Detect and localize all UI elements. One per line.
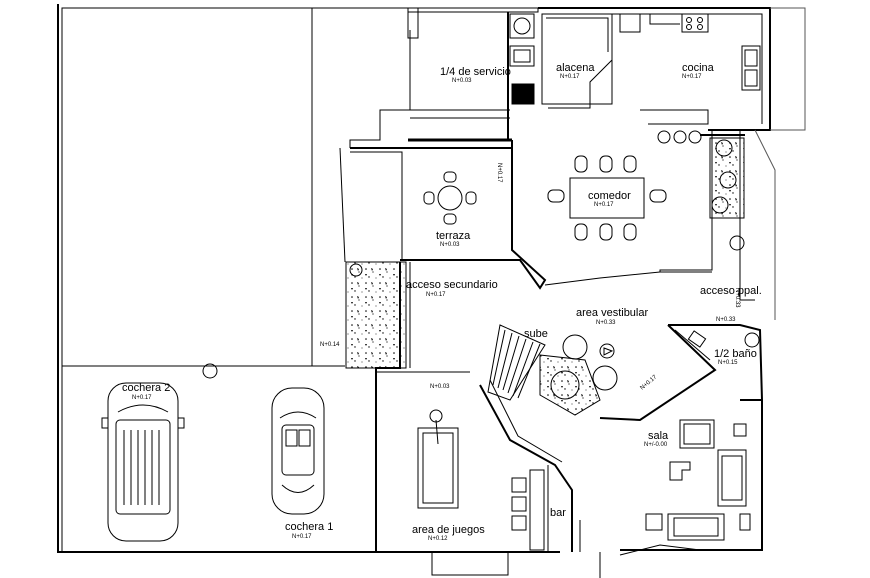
room-name-cocina: cocina xyxy=(682,62,715,74)
armchair-icon xyxy=(562,334,588,360)
terrace-table-icon xyxy=(437,185,463,211)
room-level-cochera2: N+0.17 xyxy=(132,395,152,401)
kitchen-sink-icon xyxy=(741,45,761,91)
room-name-alacena: alacena xyxy=(556,62,595,74)
room-name-acceso-secundario: acceso secundario xyxy=(406,279,498,291)
level-juegos-top: N+0.03 xyxy=(430,384,450,390)
level-left: N+0.14 xyxy=(320,342,340,348)
planter-left xyxy=(345,261,407,369)
stool-icon xyxy=(688,130,702,144)
room-level-sala: N+/-0.00 xyxy=(644,442,668,448)
room-level-terraza: N+0.03 xyxy=(440,242,460,248)
garage-outline xyxy=(61,7,313,367)
room-level-acceso-ppal: N+0.33 xyxy=(716,317,736,323)
room-name-comedor: comedor xyxy=(588,190,631,202)
room-labels: 1/4 de servicio N+0.03 alacena N+0.17 co… xyxy=(122,62,762,542)
room-name-acceso-ppal: acceso ppal. xyxy=(700,285,762,297)
level-sala-diagonal: N+0.17 xyxy=(639,374,658,392)
sofa-icon xyxy=(667,513,725,541)
stairs-icon xyxy=(487,324,546,401)
lamp-icon xyxy=(599,343,615,359)
walls xyxy=(57,4,806,578)
room-name-bar: bar xyxy=(550,507,566,519)
room-name-terraza: terraza xyxy=(436,230,471,242)
room-level-comedor: N+0.17 xyxy=(594,202,614,208)
room-name-area-vestibular: area vestibular xyxy=(576,307,648,319)
fixtures xyxy=(202,13,761,551)
room-level-area-vestibular: N+0.33 xyxy=(596,320,616,326)
stool-icon xyxy=(657,130,671,144)
stool-icon xyxy=(673,130,687,144)
room-level-servicio: N+0.03 xyxy=(452,78,472,84)
coffee-table-icon xyxy=(669,461,691,481)
toilet-icon xyxy=(687,330,707,348)
sofa-icon xyxy=(717,449,747,507)
range-icon xyxy=(681,13,709,33)
planter-vestibule xyxy=(539,354,601,416)
level-acceso-vertical: N+0.33 xyxy=(734,288,740,308)
room-level-alacena: N+0.17 xyxy=(560,74,580,80)
side-table-icon xyxy=(739,513,751,531)
room-name-cochera1: cochera 1 xyxy=(285,521,333,533)
sink-icon xyxy=(509,45,535,67)
servicio-wall xyxy=(407,7,539,13)
armchair-icon xyxy=(592,365,618,391)
sofa-icon xyxy=(679,419,715,449)
dining-table-icon xyxy=(569,177,645,219)
room-name-cochera2: cochera 2 xyxy=(122,382,170,394)
column-icon xyxy=(202,363,218,379)
room-name-area-juegos: area de juegos xyxy=(412,524,485,536)
lavatory-icon xyxy=(744,332,760,348)
bar-stool-icon xyxy=(511,496,527,512)
room-name-medio-bano: 1/2 baño xyxy=(714,348,757,360)
level-terraza-vertical: N+0.17 xyxy=(496,163,502,183)
car-sports-icon xyxy=(271,387,325,515)
room-level-acceso-secundario: N+0.17 xyxy=(426,292,446,298)
side-table-icon xyxy=(645,513,663,531)
room-name-servicio: 1/4 de servicio xyxy=(440,66,511,78)
washer-icon xyxy=(509,13,535,39)
side-table-icon xyxy=(733,423,747,437)
car-suv-icon xyxy=(101,382,185,542)
room-level-area-juegos: N+0.12 xyxy=(428,536,448,542)
bar-stool-icon xyxy=(511,477,527,493)
dining-chairs-icon xyxy=(547,155,667,241)
room-level-cocina: N+0.17 xyxy=(682,74,702,80)
room-name-sala: sala xyxy=(648,430,669,442)
stairs-label: sube xyxy=(524,328,548,340)
room-level-medio-bano: N+0.15 xyxy=(718,360,738,366)
bar-stool-icon xyxy=(511,515,527,531)
pool-table-icon xyxy=(417,427,459,509)
room-level-cochera1: N+0.17 xyxy=(292,534,312,540)
plant-bed-icon xyxy=(709,137,745,219)
